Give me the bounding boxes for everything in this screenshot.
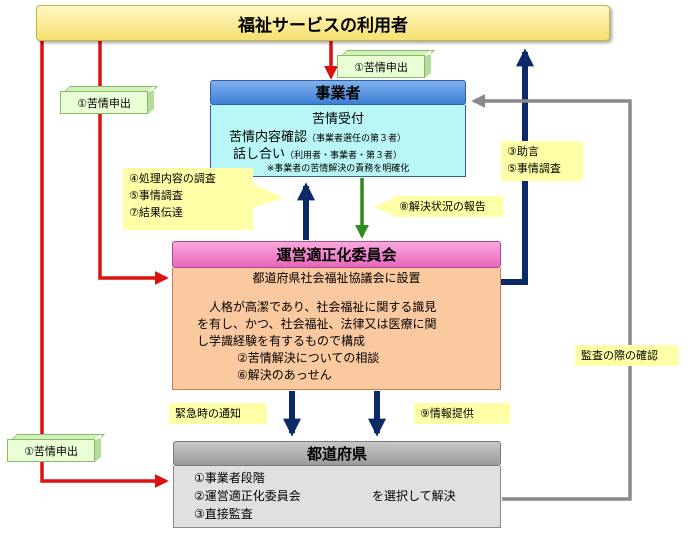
business-line-4: ※事業者の苦情解決の責務を明確化 bbox=[266, 164, 410, 174]
committee-line-5: ②苦情解決についての相談 bbox=[237, 351, 380, 365]
right-note: ③助言 ⑤事情調査 bbox=[501, 141, 583, 181]
business-line-3-main: 話し合い bbox=[233, 147, 286, 162]
prefecture-body: ①事業者段階 ②運営適正化委員会 ③直接監査 を選択して解決 bbox=[173, 466, 501, 528]
prefecture-suffix: を選択して解決 bbox=[372, 489, 456, 503]
prefecture-header: 都道府県 bbox=[173, 441, 501, 466]
audit-note: 監査の際の確認 bbox=[575, 345, 679, 366]
committee-body: 都道府県社会福祉協議会に設置 人格が高潔であり、社会福祉に関する識見 を有し、か… bbox=[172, 268, 501, 390]
committee-title: 運営適正化委員会 bbox=[276, 246, 397, 264]
left-note: ④処理内容の調査 ⑤事情調査 ⑦結果伝達 bbox=[123, 168, 253, 230]
committee-line-3: を有し、かつ、社会福祉、法律又は医療に関 bbox=[197, 317, 437, 331]
committee-line-1: 都道府県社会福祉協議会に設置 bbox=[252, 271, 421, 285]
business-line-1: 苦情受付 bbox=[311, 112, 364, 127]
report-note: ⑧解決状況の報告 bbox=[393, 196, 503, 217]
business-line-3: 話し合い（利用者・事業者・第３者） bbox=[233, 143, 402, 162]
prefecture-item-3: ③直接監査 bbox=[194, 507, 253, 521]
audit-note-label: 監査の際の確認 bbox=[581, 349, 658, 362]
arrow-committee-to-user bbox=[501, 48, 534, 285]
prefecture-item-2: ②運営適正化委員会 bbox=[194, 489, 301, 503]
complaint-cube-top: ①苦情申出 bbox=[337, 50, 435, 78]
prefecture-item-1: ①事業者段階 bbox=[194, 471, 265, 485]
service-user-title: 福祉サービスの利用者 bbox=[238, 15, 408, 36]
complaint-cube-left-upper-label: ①苦情申出 bbox=[77, 96, 131, 110]
business-line-2-small: （事業者選任の第３者） bbox=[307, 134, 407, 144]
arrow-user-to-prefecture bbox=[40, 41, 169, 488]
committee-line-2: 人格が高潔であり、社会福祉に関する識見 bbox=[209, 300, 437, 314]
right-note-line-1: ③助言 bbox=[507, 145, 539, 158]
committee-header: 運営適正化委員会 bbox=[172, 241, 501, 268]
complaint-cube-left-upper: ①苦情申出 bbox=[60, 86, 158, 114]
complaint-cube-left-lower-label: ①苦情申出 bbox=[24, 444, 78, 458]
business-line-2: 苦情内容確認（事業者選任の第３者） bbox=[229, 126, 406, 145]
business-title: 事業者 bbox=[315, 84, 361, 102]
complaint-cube-top-label: ①苦情申出 bbox=[354, 60, 408, 74]
left-note-line-2: ⑤事情調査 bbox=[129, 189, 183, 202]
right-note-line-2: ⑤事情調査 bbox=[507, 162, 561, 175]
left-note-line-1: ④処理内容の調査 bbox=[129, 172, 216, 185]
report-note-label: ⑧解決状況の報告 bbox=[399, 200, 486, 213]
business-line-3-small: （利用者・事業者・第３者） bbox=[285, 151, 403, 161]
committee-line-6: ⑥解決のあっせん bbox=[237, 368, 332, 382]
business-line-2-main: 苦情内容確認 bbox=[229, 130, 308, 145]
left-note-line-3: ⑦結果伝達 bbox=[129, 206, 183, 219]
business-header: 事業者 bbox=[210, 80, 466, 105]
report-note-pointer bbox=[373, 199, 393, 215]
info-note: ⑨情報提供 bbox=[414, 403, 510, 424]
info-note-label: ⑨情報提供 bbox=[420, 407, 474, 420]
arrow-user-to-committee bbox=[98, 41, 169, 285]
urgent-note-label: 緊急時の通知 bbox=[175, 407, 241, 420]
prefecture-title: 都道府県 bbox=[306, 445, 367, 463]
urgent-note: 緊急時の通知 bbox=[169, 403, 267, 424]
left-note-pointer bbox=[252, 183, 284, 208]
business-body: 苦情受付 苦情内容確認（事業者選任の第３者） 話し合い（利用者・事業者・第３者）… bbox=[210, 105, 466, 177]
arrow-prefecture-to-business bbox=[471, 94, 632, 501]
service-user-bar: 福祉サービスの利用者 bbox=[36, 5, 610, 41]
committee-line-4: し学識経験を有するもので構成 bbox=[197, 334, 366, 348]
complaint-cube-left-lower: ①苦情申出 bbox=[7, 434, 105, 462]
